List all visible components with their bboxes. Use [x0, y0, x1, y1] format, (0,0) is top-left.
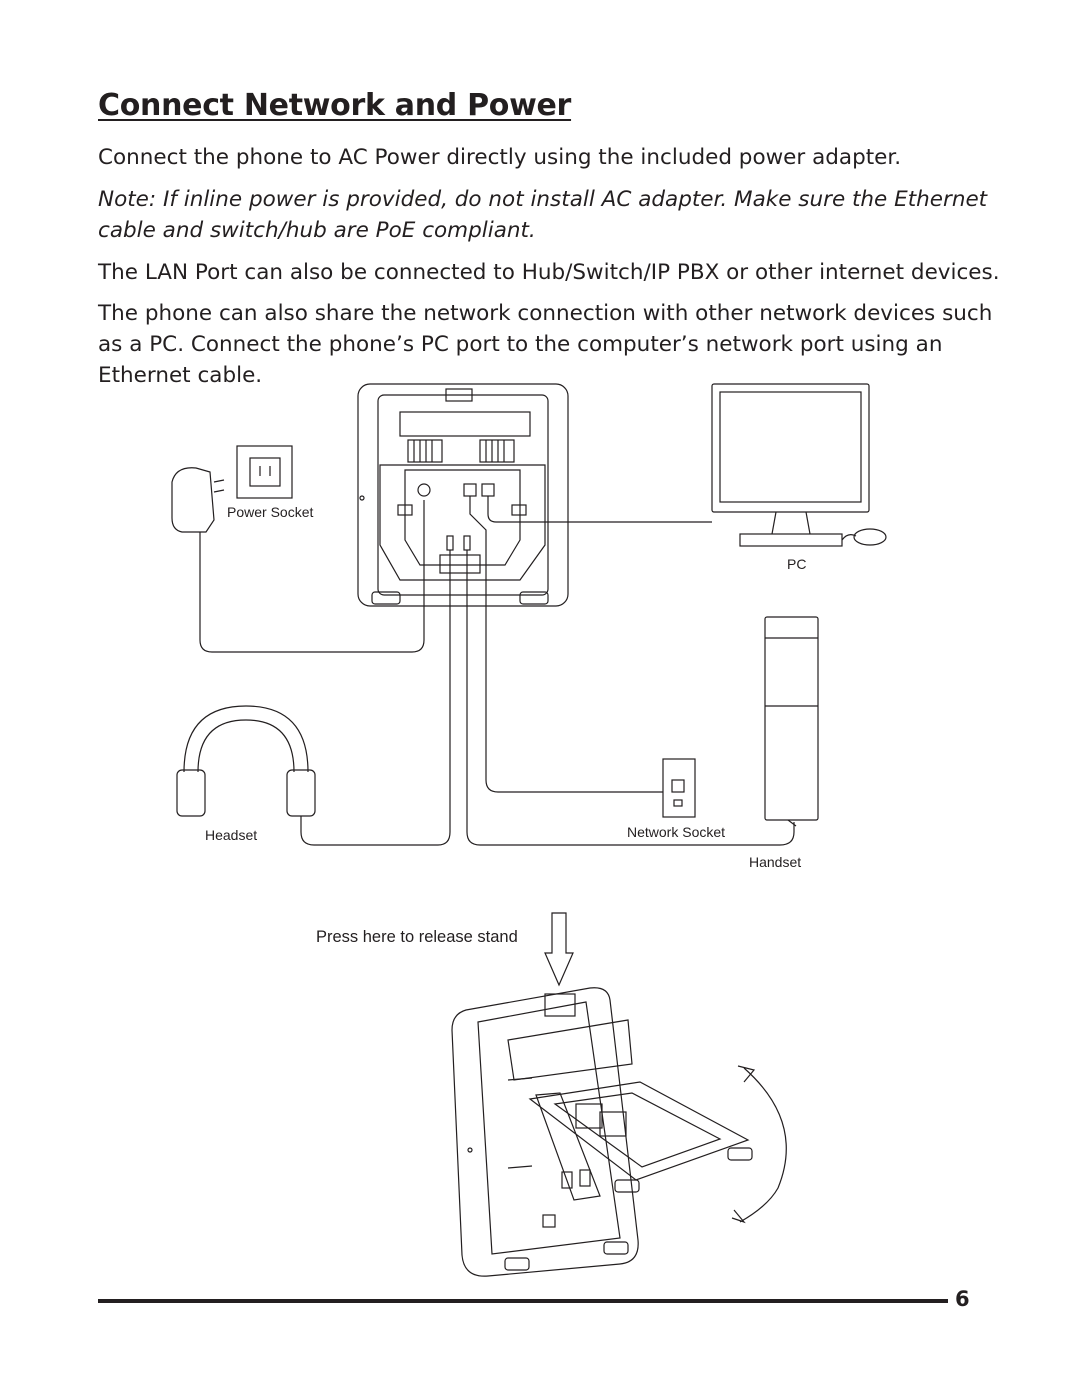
- network-socket-label: Network Socket: [627, 824, 725, 840]
- pc-label: PC: [787, 556, 806, 572]
- power-socket-illustration: [236, 445, 293, 499]
- power-instruction: Connect the phone to AC Power directly u…: [98, 145, 902, 170]
- handset-illustration: [764, 616, 819, 827]
- release-stand-label: Press here to release stand: [316, 928, 518, 946]
- power-cable: [199, 500, 425, 653]
- release-arrow: [544, 912, 574, 987]
- power-adapter-illustration: [171, 467, 225, 548]
- headset-cable: [300, 550, 451, 846]
- poe-note: Note: If inline power is provided, do no…: [98, 187, 988, 243]
- phone-stand-illustration: [451, 987, 753, 1277]
- lan-port-text: The LAN Port can also be connected to Hu…: [98, 260, 1000, 285]
- footer-divider: [98, 1299, 948, 1303]
- handset-cord: [466, 550, 795, 846]
- pc-share-text: The phone can also share the network con…: [98, 301, 993, 388]
- phone-ports: [417, 483, 495, 551]
- rotation-arrow: [731, 1065, 787, 1224]
- page-title: Connect Network and Power: [98, 88, 572, 123]
- power-socket-label: Power Socket: [227, 504, 313, 520]
- network-socket-illustration: [662, 758, 696, 818]
- headset-label: Headset: [205, 827, 257, 843]
- phone-back-illustration: [357, 383, 569, 607]
- pc-monitor-illustration: [711, 383, 887, 547]
- pc-ethernet-cable: [487, 496, 712, 523]
- lan-cable: [469, 496, 663, 793]
- handset-label: Handset: [749, 854, 801, 870]
- headset-illustration: [176, 705, 316, 817]
- page-number: 6: [955, 1287, 970, 1311]
